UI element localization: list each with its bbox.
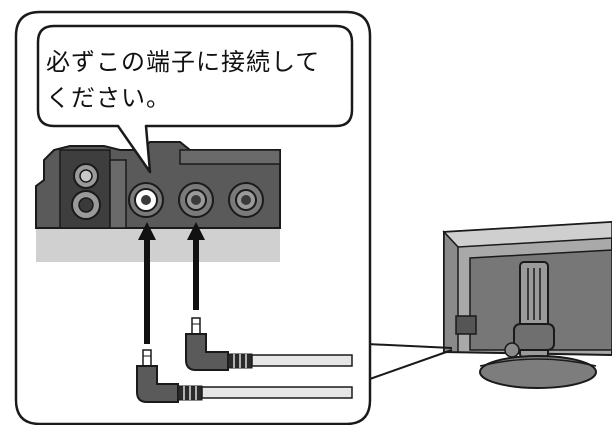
callout-connector-lines: [366, 343, 453, 381]
jack-left-top: [73, 163, 99, 189]
monitor-illustration: [442, 220, 612, 389]
insert-arrows: [138, 222, 205, 344]
panel-ridge: [109, 159, 127, 229]
cable-plug-lower: [136, 349, 353, 403]
jack-second: [178, 182, 214, 218]
panel-upper-lip: [179, 149, 281, 165]
cable-lower: [201, 386, 353, 399]
arrow-to-target-jack: [138, 222, 156, 344]
jack-left-bottom: [71, 190, 101, 220]
monitor-vent: [455, 315, 477, 335]
callout-line-2: ください。: [46, 84, 171, 112]
cable-upper: [251, 354, 353, 367]
monitor-screw: [504, 342, 520, 358]
cable-plug-upper: [185, 317, 353, 371]
rear-panel-illustration: [35, 141, 281, 262]
monitor-base: [479, 355, 597, 389]
jack-target-highlighted: [128, 182, 164, 218]
callout-line-1: 必ずこの端子に接続して: [46, 48, 321, 76]
speech-bubble: [36, 24, 354, 174]
monitor-side-face: [443, 230, 459, 353]
jack-third: [228, 182, 264, 218]
callout-message: 必ずこの端子に接続して ください。: [46, 44, 346, 116]
arrow-to-second-jack: [187, 222, 205, 310]
monitor-cable-clamp: [513, 323, 555, 351]
panel-bottom-strip: [36, 228, 280, 262]
